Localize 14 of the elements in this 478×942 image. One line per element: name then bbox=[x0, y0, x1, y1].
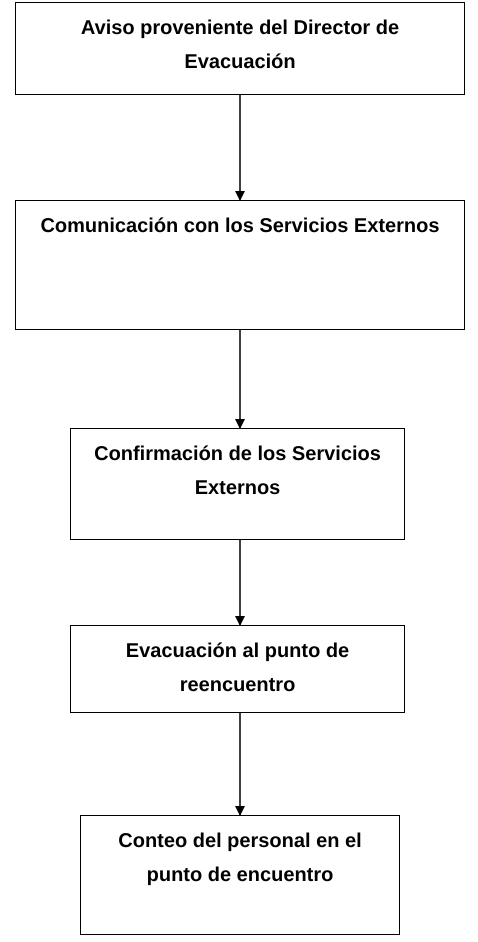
step-text: Confirmación de los Servicios Externos bbox=[93, 442, 382, 501]
arrow bbox=[235, 95, 245, 201]
arrow bbox=[235, 713, 245, 816]
process-box bbox=[70, 625, 405, 713]
step-text: Evacuación al punto de reencuentro bbox=[124, 639, 350, 698]
step-text: Conteo del personal en el punto de encuentro bbox=[117, 829, 363, 888]
step-text: Comunicación con los Servicios Externos bbox=[40, 214, 440, 239]
step-text: Aviso proveniente del Director de Evacuación bbox=[80, 16, 400, 75]
process-box bbox=[15, 200, 465, 330]
process-box bbox=[15, 2, 465, 95]
process-box bbox=[70, 428, 405, 540]
arrow bbox=[235, 330, 245, 429]
process-box bbox=[80, 815, 400, 935]
arrow bbox=[235, 540, 245, 626]
